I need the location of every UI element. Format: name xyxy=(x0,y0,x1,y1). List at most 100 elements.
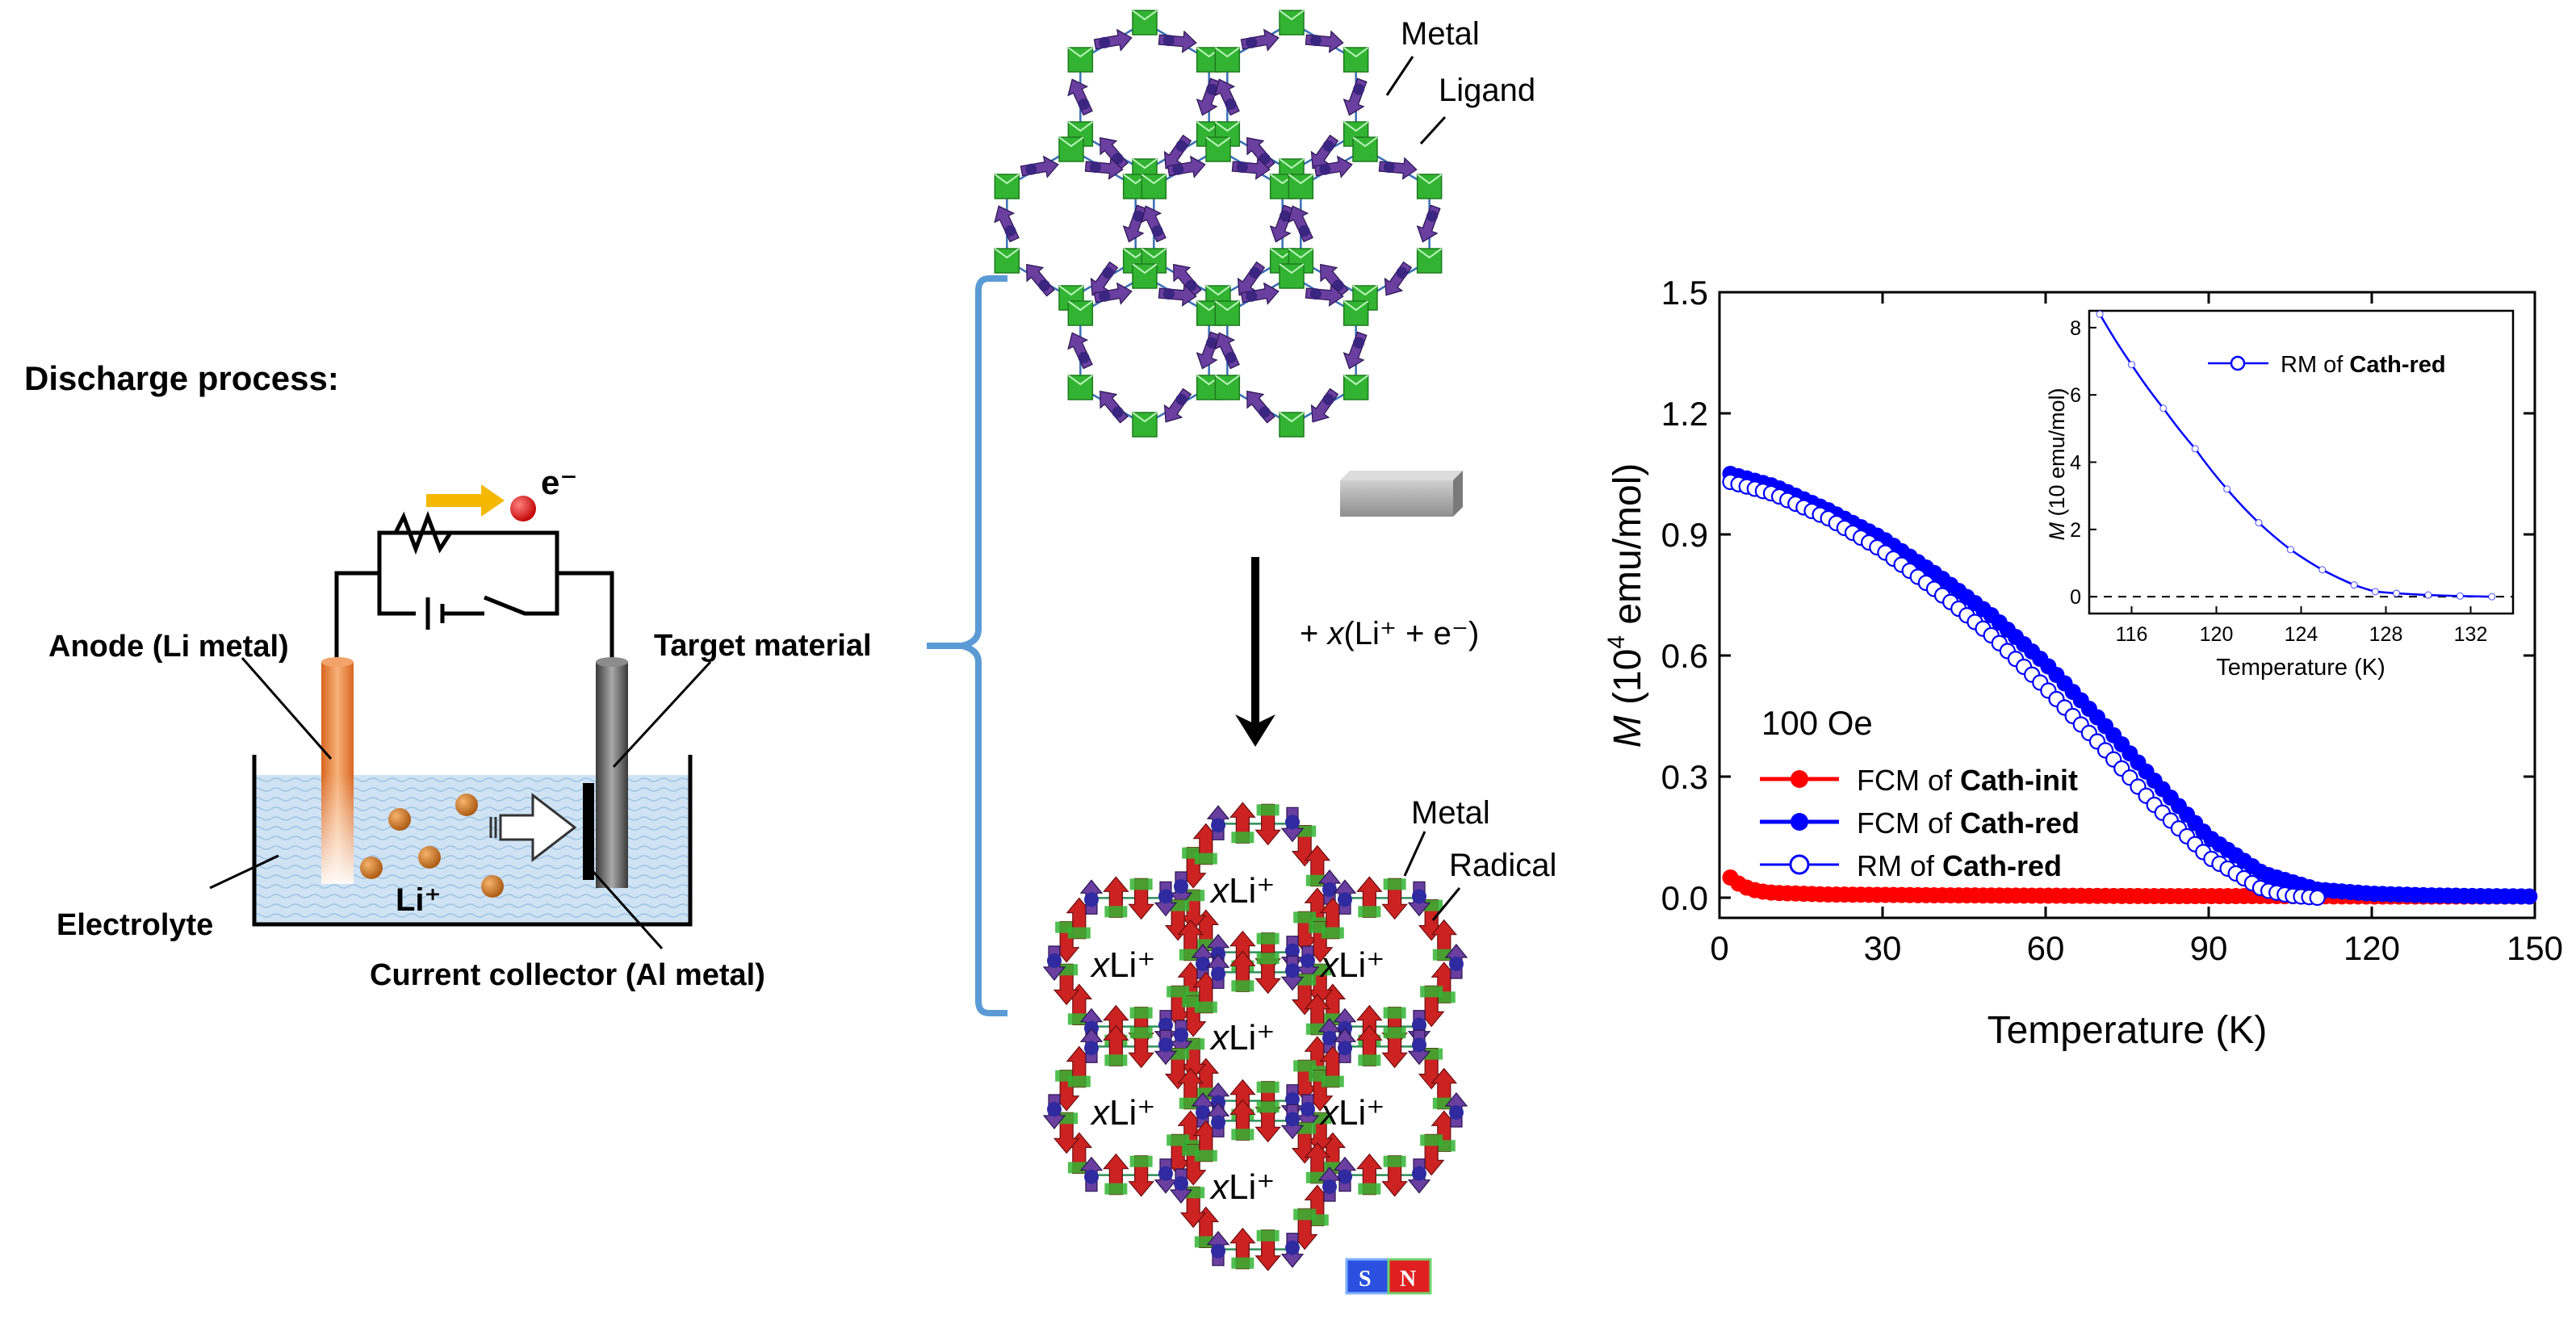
data-point xyxy=(2521,888,2538,905)
magnet-south-label: S xyxy=(1359,1267,1372,1292)
y-tick-label: 1.5 xyxy=(1661,274,1708,312)
radical-callout xyxy=(1431,887,1461,921)
radical-node xyxy=(1229,1227,1256,1270)
reaction-arrow-label: + x(Li⁺ + e⁻) xyxy=(1300,616,1479,651)
radical-node xyxy=(1128,1026,1154,1069)
metal-node xyxy=(1246,390,1275,424)
inset-data-point xyxy=(2393,589,2401,597)
metal-node xyxy=(1407,1158,1431,1194)
radical-node xyxy=(1319,897,1347,940)
metal-node xyxy=(1079,1156,1104,1192)
metal-node xyxy=(1154,1158,1178,1194)
metal-node xyxy=(1240,28,1280,52)
metal-node xyxy=(1067,78,1093,116)
inset-data-point xyxy=(2159,404,2168,413)
inset-data-point xyxy=(2096,310,2104,318)
metal-node xyxy=(1231,157,1271,180)
metal-node xyxy=(1154,881,1178,917)
ligand-node xyxy=(1342,375,1369,400)
metal-node xyxy=(1093,282,1133,305)
legend-text: RM of xyxy=(1857,849,1942,882)
metal-label-bottom: Metal xyxy=(1411,795,1490,831)
radical-node xyxy=(1128,1155,1154,1197)
metal-callout-top xyxy=(1385,56,1414,96)
inset-series xyxy=(2096,310,2496,601)
inset-x-tick-label: 116 xyxy=(2116,623,2148,646)
metal-node xyxy=(1067,332,1093,370)
radical-node xyxy=(1128,878,1154,920)
metal-node xyxy=(1296,945,1320,981)
framework-panel: Metal Ligand + x(Li⁺ + e⁻) Metal Radical… xyxy=(994,10,1556,1295)
metal-node xyxy=(1317,1167,1342,1202)
cavity-label: xLi⁺ xyxy=(1209,1018,1275,1058)
cell-container xyxy=(252,755,693,927)
metal-node xyxy=(1158,30,1197,53)
metal-node xyxy=(1122,204,1147,243)
ligand-node xyxy=(1214,375,1241,400)
magnet-north-label: N xyxy=(1400,1267,1416,1292)
metal-node xyxy=(1444,944,1468,979)
ligand-node xyxy=(1067,375,1094,400)
metal-node xyxy=(1214,332,1240,370)
radical-node xyxy=(1192,1120,1220,1162)
current-collector xyxy=(583,783,594,880)
metal-node xyxy=(1206,1102,1230,1137)
inset-x-tick-label: 124 xyxy=(2285,623,2318,646)
ion-flow-arrow-icon xyxy=(489,792,577,863)
cavity-label: xLi⁺ xyxy=(1319,945,1384,985)
ligand-node xyxy=(1416,248,1443,274)
electron-icon xyxy=(510,496,536,521)
metal-node xyxy=(1305,30,1344,53)
metal-node xyxy=(1280,1104,1305,1140)
metal-node xyxy=(1169,1168,1193,1204)
svg-text:RM of Cath-red: RM of Cath-red xyxy=(1857,849,2062,882)
ligand-node xyxy=(1288,174,1314,199)
metal-node xyxy=(1206,933,1230,970)
radical-node xyxy=(1356,1024,1383,1066)
radical-label: Radical xyxy=(1449,848,1556,883)
legend-text: FCM of xyxy=(1857,806,1960,840)
cavity-label: xLi⁺ xyxy=(1090,1093,1155,1133)
metal-node xyxy=(1444,1092,1468,1128)
ligand-label: Ligand xyxy=(1439,73,1535,108)
cavity-label: xLi⁺ xyxy=(1209,1167,1275,1207)
svg-text:RM of Cath-red: RM of Cath-red xyxy=(2281,352,2446,378)
metal-node xyxy=(1154,1029,1178,1066)
ligand-node xyxy=(1342,47,1369,73)
inset-y-tick-label: 4 xyxy=(2070,452,2081,475)
metal-node xyxy=(1042,945,1066,981)
metal-node xyxy=(1305,283,1344,307)
x-tick-label: 150 xyxy=(2507,929,2563,967)
radical-node xyxy=(1381,1026,1408,1069)
metal-node xyxy=(1163,134,1192,170)
x-tick-label: 60 xyxy=(2027,929,2065,967)
radical-node xyxy=(1229,802,1256,844)
radical-node xyxy=(1418,1133,1445,1176)
inset-x-tick-label: 132 xyxy=(2454,623,2488,646)
metal-node xyxy=(994,205,1020,243)
cavity-label: xLi⁺ xyxy=(1319,1093,1384,1133)
ligand-node xyxy=(1132,263,1158,289)
inset-x-tick-label: 120 xyxy=(2200,623,2234,646)
y-tick-label: 0.6 xyxy=(1661,637,1708,675)
metal-node xyxy=(1206,953,1230,989)
magnet-icon: S N xyxy=(1345,1258,1432,1295)
metal-node xyxy=(1333,879,1357,915)
ligand-node xyxy=(994,174,1020,199)
li-ion-balls xyxy=(360,794,504,898)
inset-data-point xyxy=(2456,592,2464,600)
inset-y-tick-label: 6 xyxy=(2070,384,2081,407)
ligand-node xyxy=(1132,412,1158,438)
cavity-labels: xLi⁺ xLi⁺ xLi⁺ xLi⁺ xLi⁺ xLi⁺ xLi⁺ xyxy=(1090,871,1384,1207)
inset-y-axis-label: M (10 emu/mol) xyxy=(2045,387,2069,540)
y-tick-label: 0.3 xyxy=(1661,758,1708,796)
inset-y-tick-label: 2 xyxy=(2070,519,2081,542)
y-tick-label: 1.2 xyxy=(1661,395,1708,433)
metal-node xyxy=(1158,283,1197,307)
callout-lines xyxy=(209,657,712,950)
inset-data-point xyxy=(2371,588,2379,596)
metal-node xyxy=(1026,263,1055,297)
metal-node xyxy=(1342,77,1368,116)
